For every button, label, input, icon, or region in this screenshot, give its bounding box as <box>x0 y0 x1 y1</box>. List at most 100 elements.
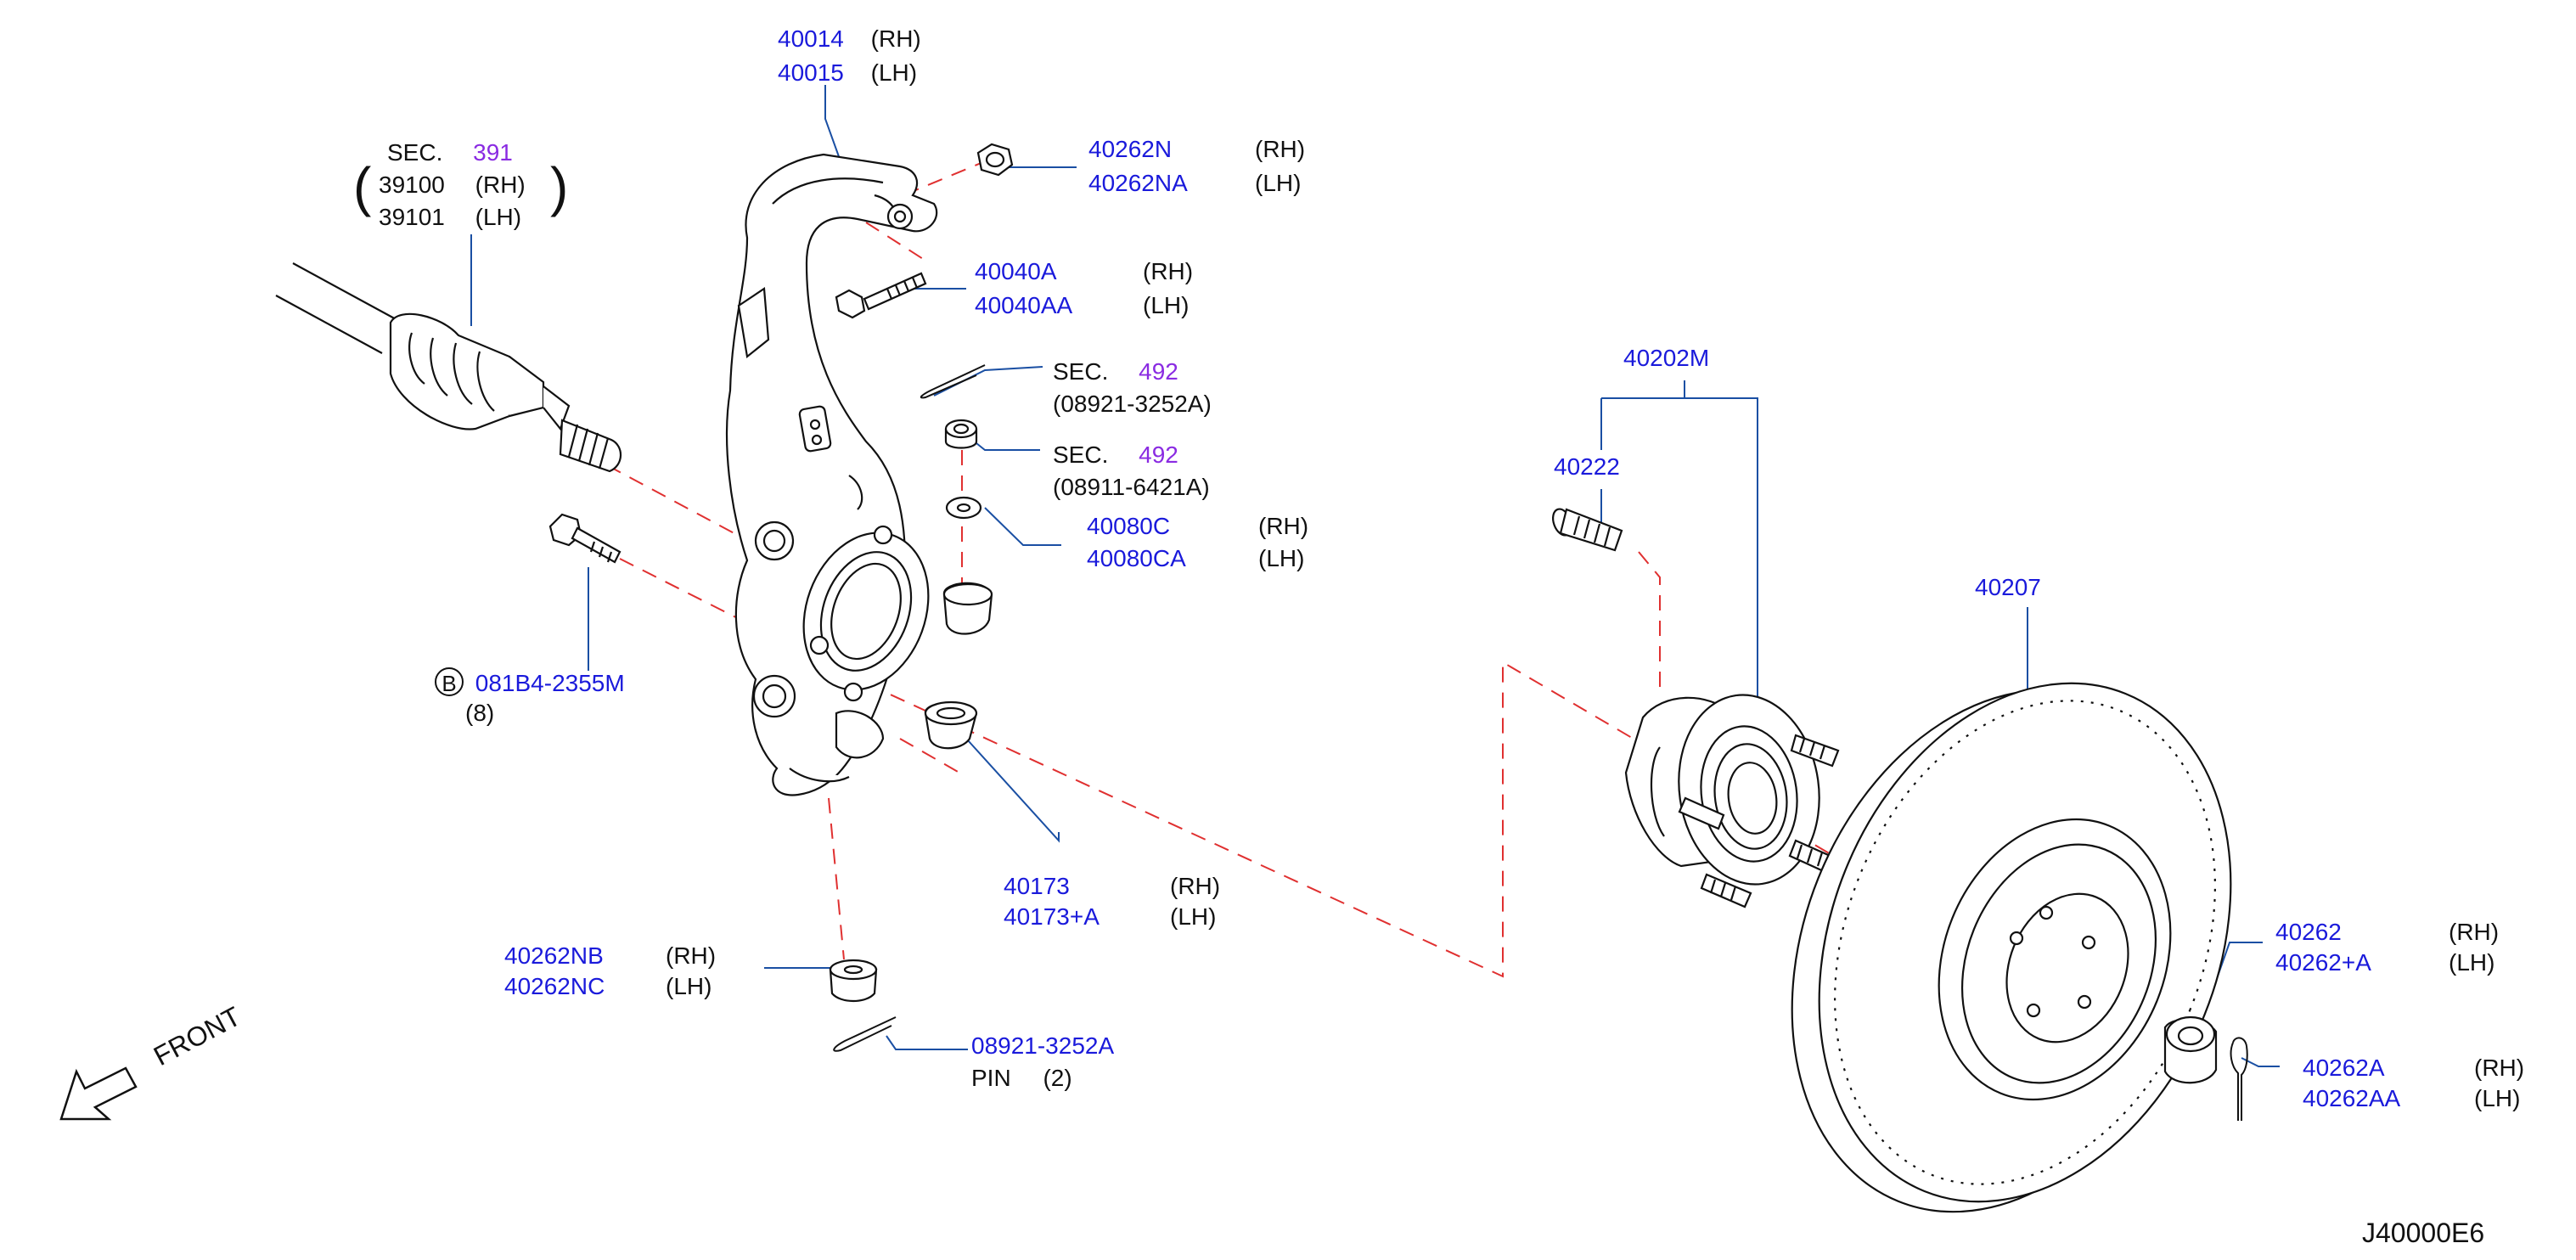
cotter-pin-sec492[interactable] <box>921 365 985 397</box>
side-rh: (RH) <box>870 25 921 52</box>
label-shaft-lh: 39101 (LH) <box>379 205 521 229</box>
label-hubnut-rh: 40262 (RH) <box>2275 919 2499 945</box>
part-number-40262NB[interactable]: 40262NB <box>504 942 604 969</box>
leader-lines <box>470 85 2280 1067</box>
circled-letter-b: B <box>435 667 464 696</box>
side-lh: (LH) <box>2449 949 2495 976</box>
label-shaft-rh: 39100 (RH) <box>379 173 526 197</box>
side-lh: (LH) <box>2474 1085 2521 1111</box>
sec-prefix: SEC. <box>1053 358 1109 385</box>
side-lh: (LH) <box>1143 292 1190 318</box>
upper-bolt[interactable] <box>836 273 925 318</box>
side-lh: (LH) <box>1170 903 1217 930</box>
wheel-hub-bearing[interactable] <box>1626 686 1838 907</box>
part-number-40262NC[interactable]: 40262NC <box>504 973 605 999</box>
label-nut-low-rh: 40262NB (RH) <box>504 942 716 969</box>
side-rh: (RH) <box>666 942 717 969</box>
part-number-40080CA[interactable]: 40080CA <box>1087 545 1186 571</box>
label-rotor: 40207 <box>1975 576 2041 599</box>
part-number-40262+A[interactable]: 40262+A <box>2275 949 2371 976</box>
brake-rotor[interactable] <box>1718 622 2305 1260</box>
part-number-40173+A[interactable]: 40173+A <box>1004 903 1100 930</box>
label-nut-top-rh: 40262N (RH) <box>1088 136 1305 162</box>
side-rh: (RH) <box>1143 258 1194 284</box>
hub-cotter-pin[interactable] <box>2231 1038 2247 1121</box>
sec-prefix: SEC. <box>1053 442 1109 468</box>
label-bolt-top-rh: 40040A (RH) <box>975 258 1193 284</box>
washer[interactable] <box>947 498 981 518</box>
side-lh: (LH) <box>475 204 522 230</box>
part-number-40040AA[interactable]: 40040AA <box>975 292 1073 318</box>
side-lh: (LH) <box>870 59 918 86</box>
label-bolt-b: B 081B4-2355M <box>435 667 625 696</box>
part-number-40262AA[interactable]: 40262AA <box>2303 1085 2401 1111</box>
castle-nut-sec492[interactable] <box>946 420 976 448</box>
upper-balljoint-nut[interactable] <box>978 144 1012 175</box>
sec-prefix: SEC. <box>387 139 443 166</box>
label-washer-lh: 40080CA (LH) <box>1087 545 1304 571</box>
section-ref-391[interactable]: 391 <box>473 139 513 166</box>
part-number-40262A[interactable]: 40262A <box>2303 1055 2385 1081</box>
label-hub: 40202M <box>1623 346 1709 370</box>
part-number-08921-3252A[interactable]: 08921-3252A <box>971 1032 1115 1059</box>
label-sec492-nut-number: (08911-6421A) <box>1053 474 1210 500</box>
label-bush-lh: 40173+A (LH) <box>1004 903 1216 930</box>
part-number-40080C[interactable]: 40080C <box>1087 513 1171 539</box>
hub-nut[interactable] <box>2165 1017 2216 1083</box>
label-knuckle-rh: 40014 (RH) <box>778 27 921 51</box>
side-rh: (RH) <box>1255 136 1306 162</box>
pin-qty: (2) <box>1043 1065 1072 1091</box>
part-number-40262N[interactable]: 40262N <box>1088 136 1173 162</box>
lower-bushing[interactable] <box>925 702 976 748</box>
steering-knuckle[interactable] <box>727 155 949 795</box>
part-number-40262NA[interactable]: 40262NA <box>1088 170 1188 196</box>
paren-open: ( <box>353 156 372 217</box>
side-rh: (RH) <box>2449 919 2500 945</box>
part-number-40202M[interactable]: 40202M <box>1623 345 1710 371</box>
part-number-40040A[interactable]: 40040A <box>975 258 1057 284</box>
paren-close: ) <box>550 156 569 217</box>
upper-bushing[interactable] <box>944 583 992 634</box>
wheel-stud[interactable] <box>1550 507 1622 550</box>
side-rh: (RH) <box>1258 513 1309 539</box>
part-number-081B4-2355M[interactable]: 081B4-2355M <box>475 670 625 696</box>
label-cotter-rh: 40262A (RH) <box>2303 1055 2524 1081</box>
label-sec391: SEC. 391 <box>387 141 513 165</box>
part-number-40262[interactable]: 40262 <box>2275 919 2342 945</box>
part-number-40207[interactable]: 40207 <box>1975 574 2041 600</box>
pin-text: PIN <box>971 1065 1011 1091</box>
section-ref-492[interactable]: 492 <box>1139 442 1178 468</box>
label-cotter-lh: 40262AA (LH) <box>2303 1085 2520 1111</box>
lower-cotter-pin[interactable] <box>834 1017 896 1051</box>
drive-shaft[interactable] <box>276 263 621 471</box>
side-rh: (RH) <box>2474 1055 2525 1081</box>
side-lh: (LH) <box>666 973 712 999</box>
lower-balljoint-nut[interactable] <box>830 960 876 1001</box>
part-number-39100[interactable]: 39100 <box>379 172 445 198</box>
label-sec492-pin-number: (08921-3252A) <box>1053 391 1212 417</box>
part-number-40015[interactable]: 40015 <box>778 59 844 86</box>
label-nut-top-lh: 40262NA (LH) <box>1088 170 1301 196</box>
label-bolt-b-qty: (8) <box>465 700 495 726</box>
label-pin-name: PIN (2) <box>971 1066 1072 1090</box>
part-number-40014[interactable]: 40014 <box>778 25 844 52</box>
section-ref-492[interactable]: 492 <box>1139 358 1178 385</box>
label-sec492-pin: SEC. 492 <box>1053 360 1178 384</box>
label-hubnut-lh: 40262+A (LH) <box>2275 949 2494 976</box>
label-bolt-top-lh: 40040AA (LH) <box>975 292 1189 318</box>
front-arrow-icon <box>61 1068 136 1119</box>
part-number-40173[interactable]: 40173 <box>1004 873 1070 899</box>
knuckle-bolt[interactable] <box>550 515 620 562</box>
side-lh: (LH) <box>1258 545 1305 571</box>
side-rh: (RH) <box>475 172 526 198</box>
label-nut-low-lh: 40262NC (LH) <box>504 973 711 999</box>
side-lh: (LH) <box>1255 170 1302 196</box>
label-washer-rh: 40080C (RH) <box>1087 513 1308 539</box>
drawing-id: J40000E6 <box>2362 1218 2485 1248</box>
label-sec492-nut: SEC. 492 <box>1053 443 1178 467</box>
part-number-40222[interactable]: 40222 <box>1554 453 1620 480</box>
side-rh: (RH) <box>1170 873 1221 899</box>
label-bush-rh: 40173 (RH) <box>1004 873 1220 899</box>
part-number-39101[interactable]: 39101 <box>379 204 445 230</box>
